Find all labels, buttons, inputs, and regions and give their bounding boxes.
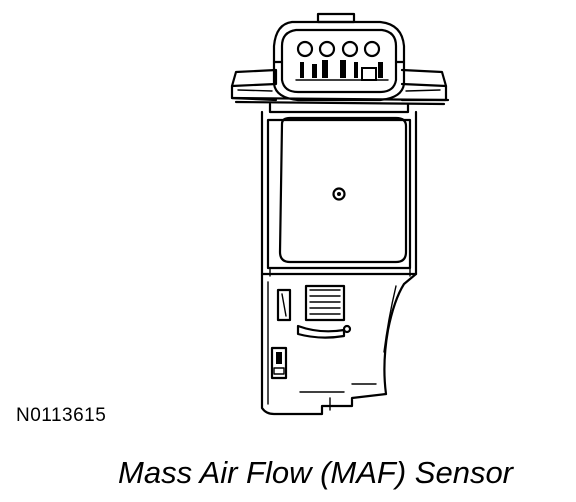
sensor-body: [260, 110, 418, 277]
reference-code: N0113615: [16, 405, 107, 426]
figure-caption: Mass Air Flow (MAF) Sensor: [118, 455, 514, 490]
sensing-probe: [260, 272, 418, 416]
electrical-connector: [272, 12, 406, 102]
